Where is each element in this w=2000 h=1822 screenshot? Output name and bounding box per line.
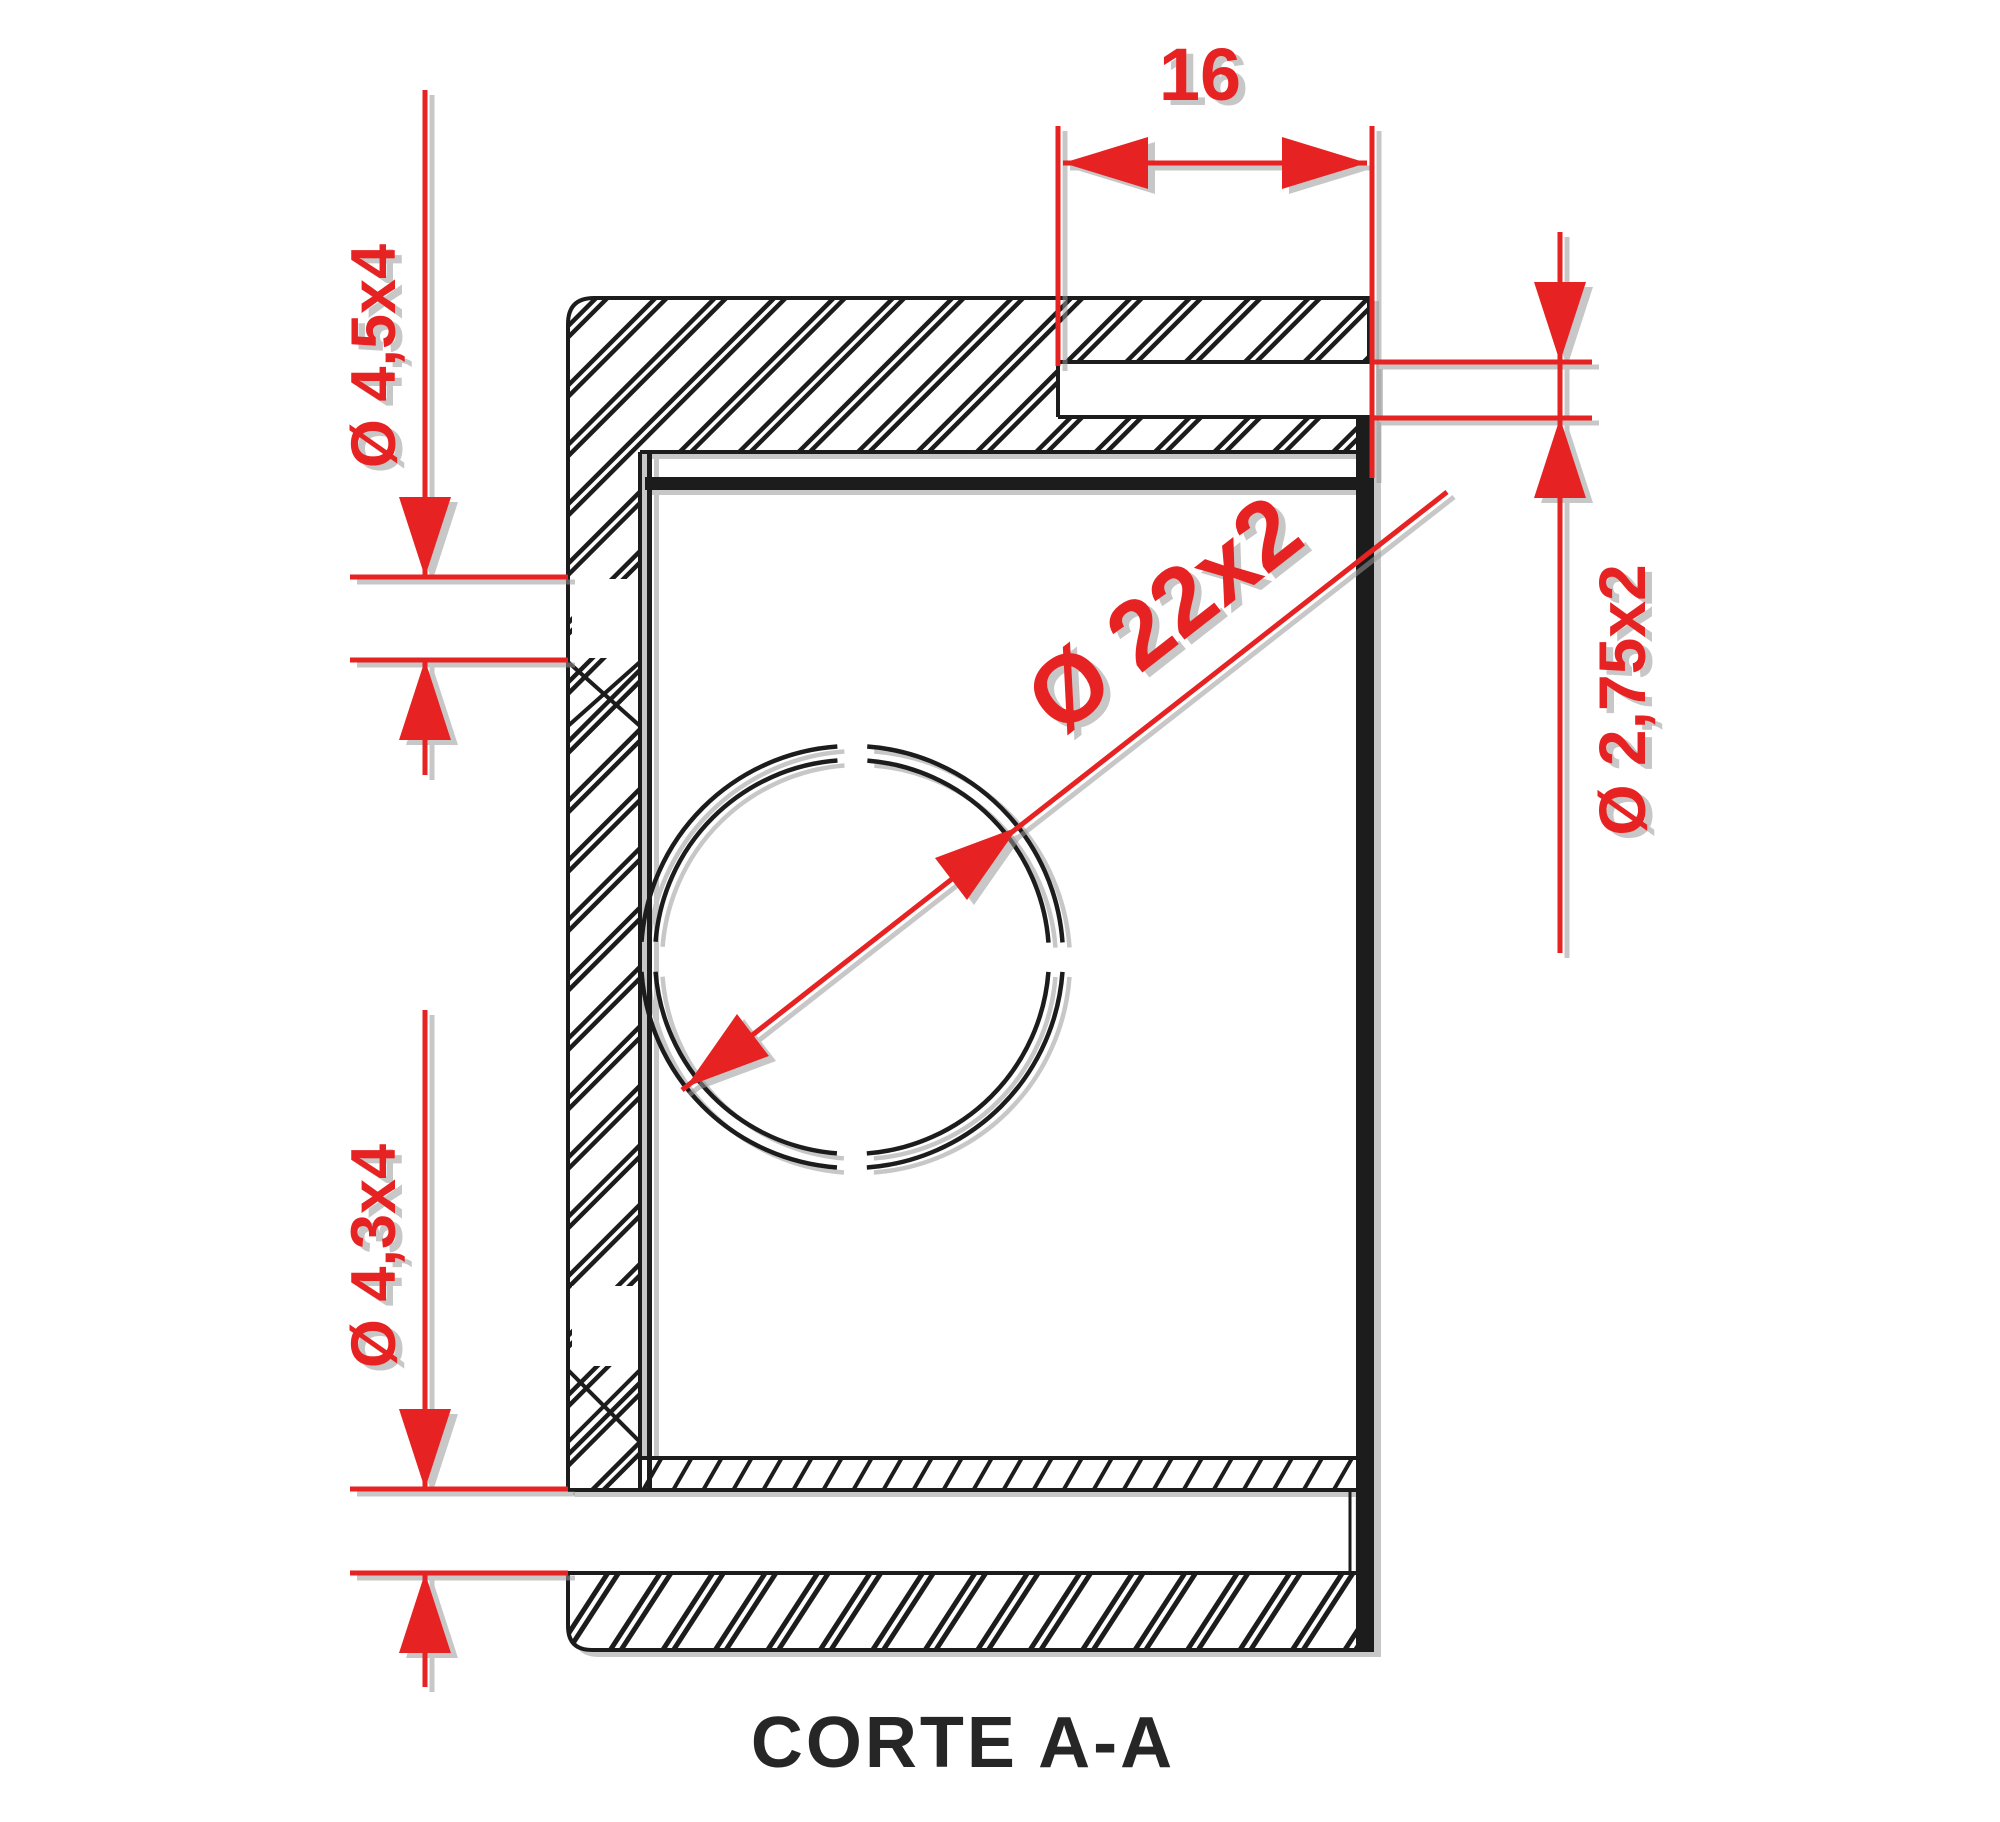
dim-bore-arrow-lower <box>686 1014 769 1087</box>
dim-left-bottom-arrow-up <box>399 1573 451 1653</box>
left-wall-hole-upper <box>572 579 638 658</box>
left-wall-hole-lower <box>572 1286 638 1366</box>
sleeve-bottom-band-hatch <box>640 1458 1372 1490</box>
dim-right-groove-arrow-up <box>1534 418 1586 498</box>
sleeve-left-wall <box>647 452 652 1490</box>
dim-left-top-label: Ø 4,5x4 <box>339 244 409 468</box>
dim-right-groove-label: Ø 2,75x2 <box>1585 564 1659 836</box>
top-groove-slot <box>1060 364 1376 415</box>
dim-left-top-hole <box>350 90 568 775</box>
dim-bore-arrow-upper <box>935 827 1018 900</box>
sleeve-top-wall <box>645 477 1372 490</box>
dim-right-groove-arrow-down <box>1534 282 1586 362</box>
dim-left-bottom-arrow-down <box>399 1409 451 1489</box>
dim-top-width-label: 16 <box>1159 33 1241 116</box>
hole-chamfer-marks <box>566 660 642 1444</box>
dim-left-top-arrow-down <box>399 497 451 577</box>
part-section-geometry <box>566 296 1376 1652</box>
dim-bore-line <box>680 490 1449 1092</box>
part-outlines <box>566 296 1374 1652</box>
bottom-flange-hatch <box>568 1573 1360 1650</box>
dim-top-width-arrow-left <box>1063 137 1148 189</box>
dim-left-bottom-label: Ø 4,3x4 <box>339 1144 409 1368</box>
dimension-annotations: 16 Ø 4,5x4 Ø 4,3x4 Ø 2,75x2 <box>339 33 1659 1687</box>
part-right-end-wall <box>1356 417 1374 1650</box>
dim-top-width-arrow-right <box>1282 137 1367 189</box>
section-caption: CORTE A-A <box>751 1703 1175 1783</box>
dim-left-top-arrow-up <box>399 660 451 740</box>
